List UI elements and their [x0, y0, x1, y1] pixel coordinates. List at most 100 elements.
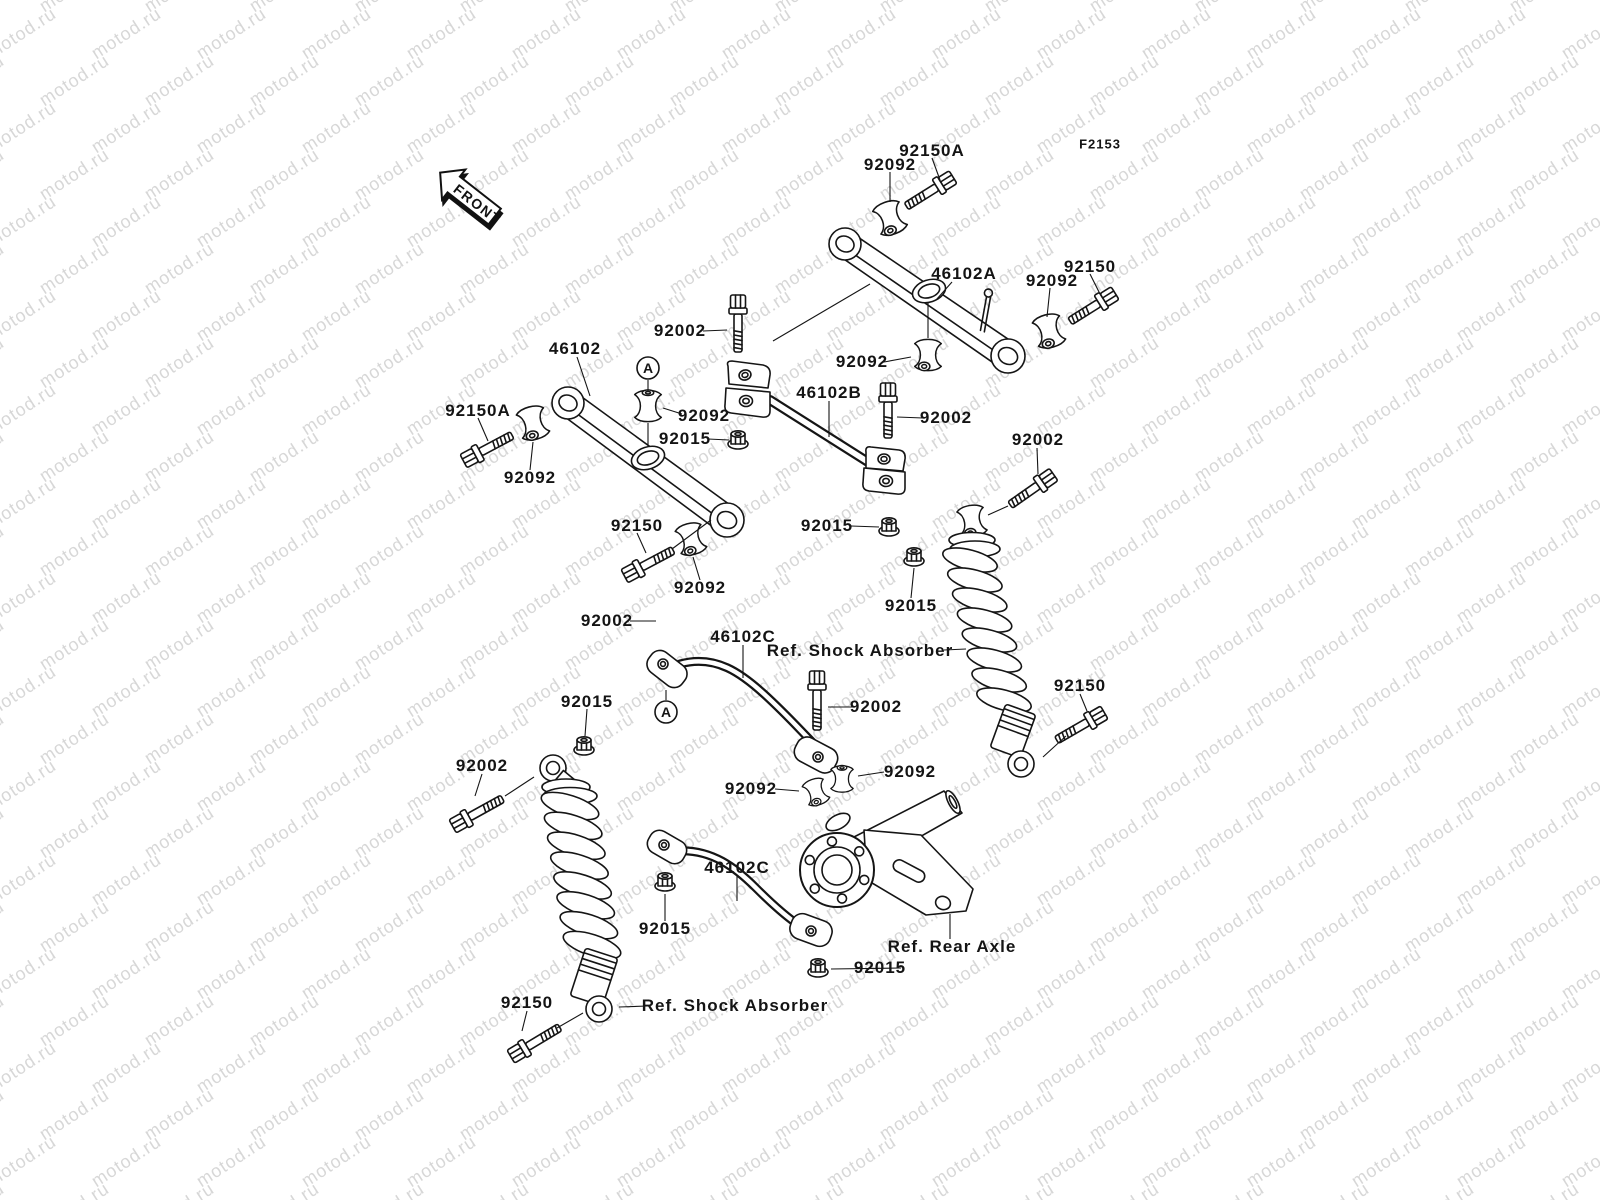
stabilizer-link-46102c-lower [673, 846, 805, 931]
part-number-label: 46102C [704, 858, 770, 877]
arm-end-ring [990, 338, 1026, 374]
leader-line [1046, 287, 1051, 318]
leader-line [935, 281, 953, 301]
part-number-label: 92002 [580, 611, 634, 630]
flange-nut [573, 736, 595, 756]
figure-code: F2153 [1079, 136, 1121, 152]
part-number-label: 92015 [658, 429, 712, 448]
bolt [878, 382, 898, 439]
shock-body-right [990, 703, 1036, 759]
leader-line [774, 788, 800, 792]
part-number-label: 92150 [610, 516, 664, 535]
part-number-label: 92002 [653, 321, 707, 340]
leader-line [662, 407, 683, 415]
part-number-label: 92092 [883, 762, 937, 781]
part-number-label: 92092 [835, 352, 889, 371]
detail-marker-circle: A [636, 356, 660, 380]
leader-line [931, 157, 941, 181]
bolt [459, 431, 515, 468]
arm-pivot-collar [630, 445, 666, 471]
bolt [1067, 286, 1120, 325]
leader-line [556, 1012, 584, 1029]
leader-line [584, 708, 588, 737]
leader-line [1079, 693, 1088, 712]
rubber-bushing [871, 200, 909, 237]
rubber-bushing [830, 764, 854, 793]
part-number-label: 46102 [548, 339, 602, 358]
shock-bottom-eye [585, 995, 613, 1023]
svg-text:A: A [661, 704, 671, 720]
leader-line [1089, 273, 1101, 295]
part-number-label: 92002 [849, 697, 903, 716]
link-plate [646, 649, 688, 689]
bolt [904, 170, 958, 210]
rear-clevis-bracket-46102b [862, 446, 906, 495]
leader-line [1036, 447, 1039, 475]
tie-rod-46102b [765, 395, 873, 467]
part-number-label: 92150 [500, 993, 554, 1012]
part-number-label: 92015 [853, 958, 907, 977]
reference-label: Ref. Shock Absorber [641, 996, 829, 1015]
flange-nut [727, 430, 749, 450]
part-number-label: 92092 [673, 578, 727, 597]
rubber-bushing [1031, 313, 1067, 350]
part-number-label: 92092 [724, 779, 778, 798]
leader-line [474, 773, 483, 797]
bolt [506, 1023, 562, 1064]
part-number-label: 92002 [1011, 430, 1065, 449]
leader-line [636, 532, 647, 554]
leader-line [987, 505, 1009, 516]
rubber-bushing [633, 389, 663, 423]
part-number-label: 92092 [1025, 271, 1079, 290]
part-number-label: 92092 [677, 406, 731, 425]
bolt [620, 546, 676, 583]
leader-line [477, 417, 489, 442]
bolt [728, 294, 748, 353]
part-number-label: 92015 [800, 516, 854, 535]
rubber-bushing [801, 777, 831, 807]
bolt [807, 670, 827, 731]
part-number-label: 46102B [796, 383, 862, 402]
rubber-bushing [913, 338, 943, 372]
link-plate [789, 912, 833, 948]
part-number-label: 46102C [710, 627, 776, 646]
leader-line [1042, 735, 1067, 758]
coil-spring-right [942, 547, 1032, 713]
arm-end-ring [828, 227, 862, 261]
reference-label: Ref. Rear Axle [887, 937, 1017, 956]
bolt [1007, 468, 1058, 509]
rear-axle-housing [799, 789, 974, 916]
leader-line [830, 967, 902, 970]
arm-pivot-collar [911, 278, 947, 304]
part-number-label: 92002 [919, 408, 973, 427]
front-clevis-bracket-46102b [724, 360, 771, 418]
part-number-label: 92002 [455, 756, 509, 775]
leader-line [857, 771, 885, 777]
rubber-bushing [674, 522, 708, 557]
shock-body-left [570, 947, 618, 1007]
part-number-label: 92092 [863, 155, 917, 174]
leader-lines [474, 157, 1101, 1032]
leader-line [883, 356, 912, 363]
bolt [448, 795, 505, 833]
stabilizer-link-46102c-upper [675, 656, 819, 749]
leader-line [943, 648, 967, 651]
leader-line [671, 519, 712, 550]
reference-label: Ref. Shock Absorber [766, 641, 954, 660]
part-number-label: 92092 [503, 468, 557, 487]
arm-end-ring [551, 386, 585, 420]
arm-end-ring [709, 502, 745, 538]
leader-line [850, 525, 880, 528]
shock-bottom-eye [1007, 750, 1035, 778]
part-number-label: 92015 [638, 919, 692, 938]
rubber-bushing [515, 405, 551, 442]
link-plate [646, 829, 688, 865]
flange-nut [807, 958, 829, 978]
cotter-pin [979, 288, 994, 333]
leader-line [692, 556, 701, 581]
flange-nut [654, 872, 676, 892]
svg-text:A: A [643, 360, 653, 376]
